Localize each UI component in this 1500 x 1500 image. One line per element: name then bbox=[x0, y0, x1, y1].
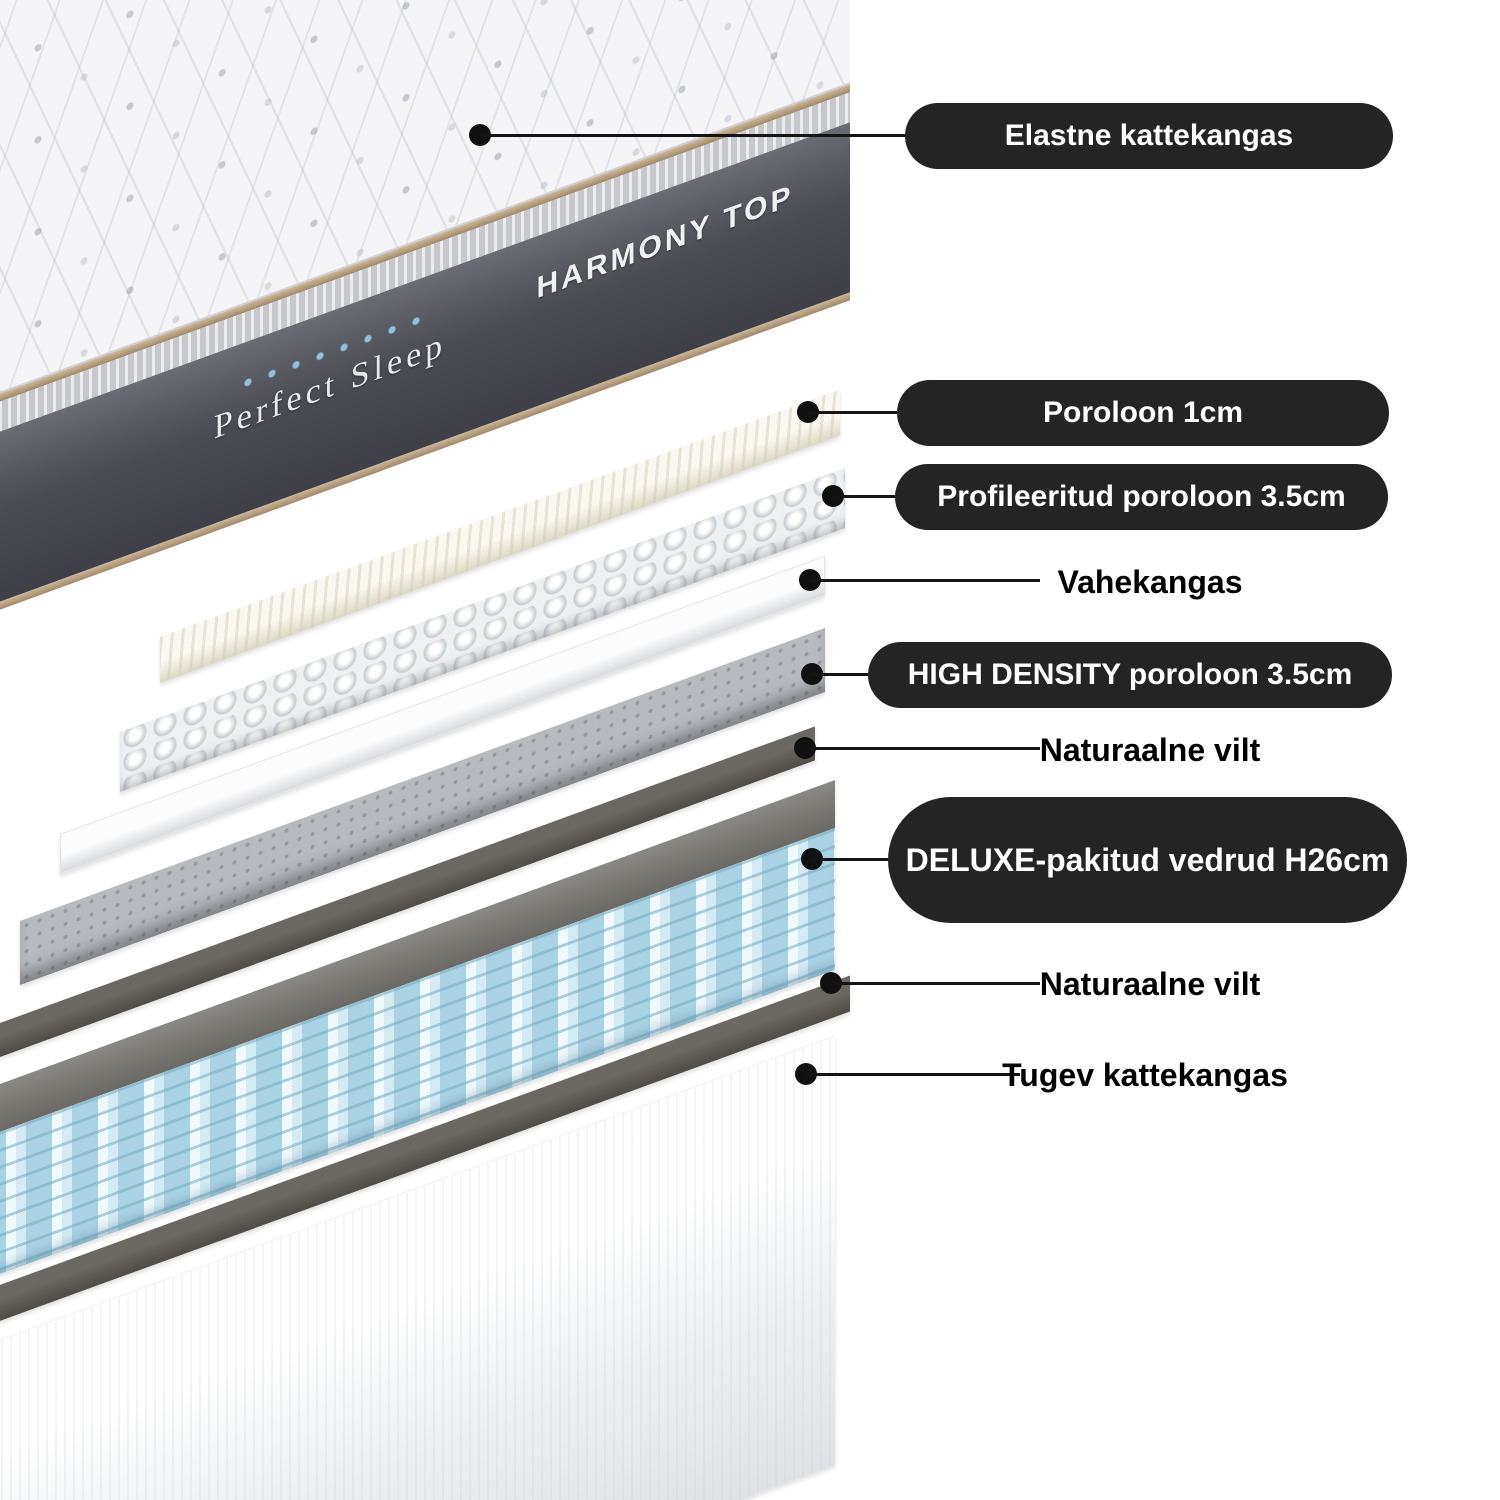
label-profileeritud-poroloon: Profileeritud poroloon 3.5cm bbox=[895, 464, 1388, 530]
label-high-density-poroloon: HIGH DENSITY poroloon 3.5cm bbox=[868, 642, 1392, 708]
label-elastne-kattekangas: Elastne kattekangas bbox=[905, 103, 1393, 169]
callout-line-profileeritud-poroloon bbox=[833, 495, 895, 498]
label-naturaalne-vilt-upper: Naturaalne vilt bbox=[1039, 731, 1261, 768]
callout-line-naturaalne-vilt-lower bbox=[831, 982, 1040, 985]
callout-line-high-density-poroloon bbox=[812, 673, 868, 676]
label-poroloon-1cm: Poroloon 1cm bbox=[897, 380, 1389, 446]
callout-line-vahekangas bbox=[810, 579, 1040, 582]
label-vahekangas: Vahekangas bbox=[1057, 563, 1243, 600]
callout-line-poroloon-1cm bbox=[808, 411, 897, 414]
label-naturaalne-vilt-lower: Naturaalne vilt bbox=[1039, 965, 1261, 1002]
label-deluxe-vedrud: DELUXE-pakitud vedrud H26cm bbox=[888, 797, 1407, 923]
callout-line-elastne-kattekangas bbox=[480, 134, 905, 137]
callout-line-deluxe-vedrud bbox=[812, 858, 888, 861]
callout-line-tugev-kattekangas bbox=[806, 1073, 1020, 1076]
callout-line-naturaalne-vilt-upper bbox=[805, 747, 1040, 750]
label-tugev-kattekangas: Tugev kattekangas bbox=[1002, 1056, 1288, 1093]
